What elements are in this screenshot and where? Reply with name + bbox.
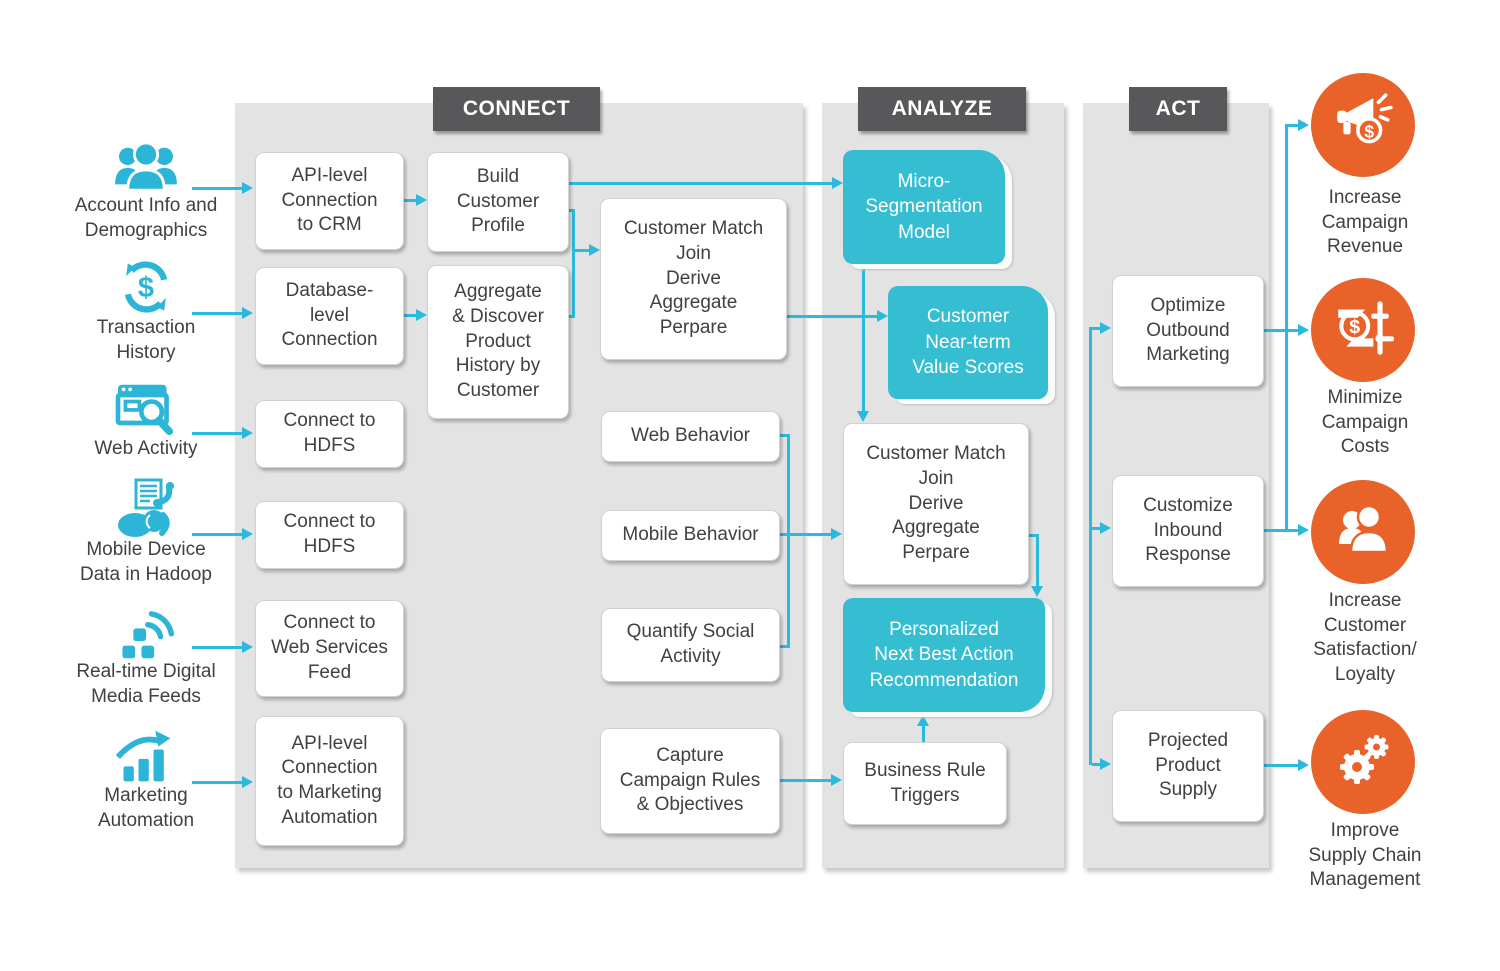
customers-icon <box>1331 498 1395 567</box>
digital-feeds-icon <box>56 604 236 660</box>
source-label: Real-time Digital Media Feeds <box>76 661 216 707</box>
box-quantify-social: Quantify Social Activity <box>601 608 780 682</box>
source-label: Web Activity <box>94 438 198 459</box>
box-connect-hdfs-mobile: Connect to HDFS <box>255 501 404 569</box>
source-account-info: Account Info and Demographics <box>56 140 236 243</box>
source-mobile-hadoop: Mobile Device Data in Hadoop <box>56 478 236 587</box>
box-api-level-crm: API-level Connection to CRM <box>255 152 404 250</box>
web-search-icon <box>56 381 236 437</box>
box-web-behavior: Web Behavior <box>601 411 780 462</box>
svg-text:$: $ <box>1349 316 1360 338</box>
goal-minimize-costs: $ <box>1311 278 1415 382</box>
source-label: Marketing Automation <box>97 785 195 831</box>
people-group-icon <box>56 140 236 194</box>
svg-text:$: $ <box>1364 121 1374 141</box>
gears-icon <box>1331 728 1395 797</box>
goal-increase-revenue: $ <box>1311 73 1415 177</box>
box-business-rule-triggers: Business Rule Triggers <box>843 742 1007 825</box>
analyze-header: ANALYZE <box>858 87 1026 131</box>
goal-customer-satisfaction <box>1311 480 1415 584</box>
source-marketing-automation: Marketing Automation <box>56 728 236 833</box>
box-api-level-marketing: API-level Connection to Marketing Automa… <box>255 716 404 846</box>
cost-control-icon: $ <box>1330 295 1396 366</box>
goal-label-minimize-costs: Minimize Campaign Costs <box>1321 387 1409 458</box>
goal-label-customer-satisfaction: Increase Customer Satisfaction/ Loyalty <box>1313 590 1417 686</box>
act-header: ACT <box>1129 87 1227 131</box>
source-label: Mobile Device Data in Hadoop <box>79 539 213 585</box>
source-web-activity: Web Activity <box>56 381 236 462</box>
goal-label-increase-revenue: Increase Campaign Revenue <box>1321 187 1409 258</box>
megaphone-dollar-icon: $ <box>1330 90 1396 161</box>
box-aggregate-discover: Aggregate & Discover Product History by … <box>427 265 569 419</box>
box-web-services-feed: Connect to Web Services Feed <box>255 600 404 697</box>
goal-label-supply-chain: Improve Supply Chain Management <box>1308 820 1422 891</box>
goal-supply-chain <box>1311 710 1415 814</box>
box-capture-campaign-rules: Capture Campaign Rules & Objectives <box>600 728 780 834</box>
connect-header: CONNECT <box>433 87 600 131</box>
hadoop-elephant-icon <box>56 478 236 538</box>
box-customer-value-scores: Customer Near-term Value Scores <box>888 286 1048 399</box>
source-label: Account Info and Demographics <box>74 195 218 241</box>
growth-chart-icon <box>56 728 236 784</box>
box-customize-inbound: Customize Inbound Response <box>1112 475 1264 587</box>
source-realtime-feeds: Real-time Digital Media Feeds <box>56 604 236 709</box>
transaction-cycle-icon: $ <box>56 258 236 316</box>
box-personalized-next-best-action: Personalized Next Best Action Recommenda… <box>843 598 1045 712</box>
box-customer-match-analyze: Customer Match Join Derive Aggregate Per… <box>843 423 1029 585</box>
box-database-connection: Database- level Connection <box>255 267 404 365</box>
box-connect-hdfs-web: Connect to HDFS <box>255 400 404 468</box>
box-optimize-outbound: Optimize Outbound Marketing <box>1112 275 1264 387</box>
box-build-customer-profile: Build Customer Profile <box>427 152 569 252</box>
box-projected-product-supply: Projected Product Supply <box>1112 710 1264 822</box>
box-mobile-behavior: Mobile Behavior <box>601 510 780 561</box>
svg-text:$: $ <box>138 272 154 304</box>
box-micro-segmentation-model: Micro- Segmentation Model <box>843 150 1005 264</box>
box-customer-match-connect: Customer Match Join Derive Aggregate Per… <box>600 198 787 360</box>
source-transaction-history: $ Transaction History <box>56 258 236 365</box>
source-label: Transaction History <box>96 317 196 363</box>
